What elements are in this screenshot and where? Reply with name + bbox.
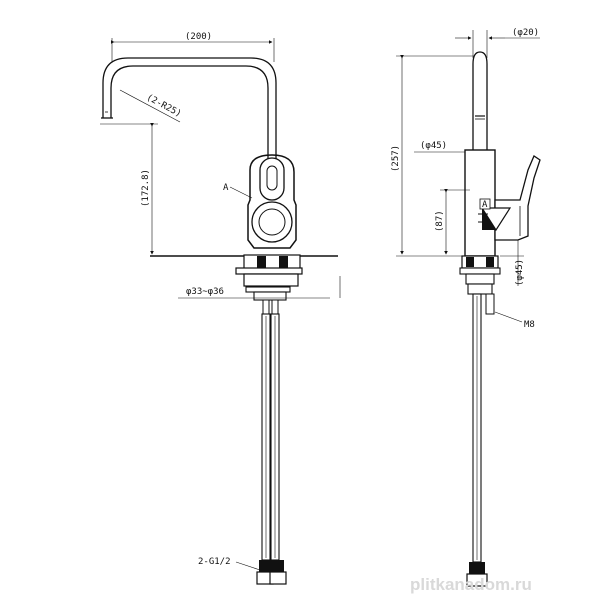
dim-stud-thread: M8 xyxy=(524,320,535,330)
dim-hose-thread: 2-G1/2 xyxy=(198,557,231,567)
dim-spout-diameter: (φ20) xyxy=(512,28,539,38)
dim-body-height: (87) xyxy=(435,210,445,232)
dim-total-height: (257) xyxy=(391,145,401,172)
side-lever xyxy=(494,155,541,241)
side-spout-tube xyxy=(472,51,488,150)
dim-spout-height: (172.8) xyxy=(141,169,151,207)
front-view: (200) (2-R25) (172.8) A φ33~φ36 xyxy=(100,32,341,585)
watermark: plitkanadom.ru xyxy=(410,575,532,594)
spout-outline xyxy=(102,57,277,160)
spout-inner-outline xyxy=(110,65,269,160)
side-view: (φ20) (257) (φ45) (87) A (φ45) xyxy=(391,28,541,587)
faucet-body xyxy=(247,154,297,249)
label-a-front: A xyxy=(223,183,229,193)
dim-spout-reach: (200) xyxy=(185,32,212,42)
dim-body-diameter: (φ45) xyxy=(420,141,447,151)
dim-base-diameter: (φ45) xyxy=(515,259,525,286)
dim-hole-diameter: φ33~φ36 xyxy=(186,287,224,297)
label-a-side: A xyxy=(482,200,488,210)
cartridge-cap xyxy=(251,201,293,243)
